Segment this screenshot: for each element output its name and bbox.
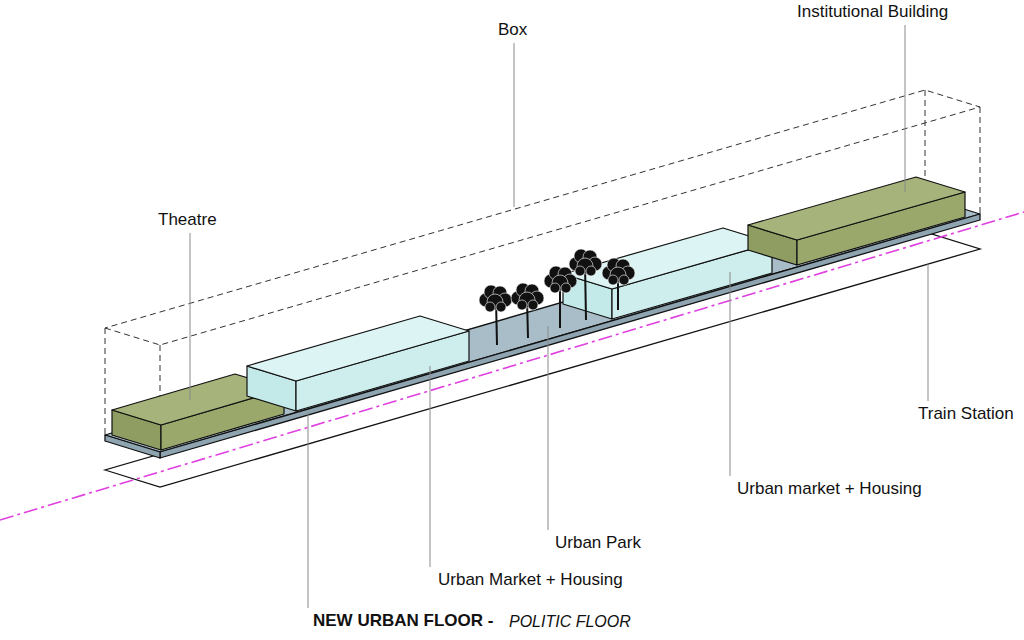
leader-line [308,412,309,608]
tree-crown [602,258,635,285]
block-top [748,177,965,240]
block-top [563,228,772,289]
callout-label: Train Station [918,404,1014,424]
market-block [247,316,469,411]
tree-trunks [496,264,618,345]
tree-crown [511,283,544,310]
leader-line [514,43,515,207]
dashed-box [105,90,980,452]
callout-label: Urban Park [555,533,641,553]
market-block [563,228,772,319]
callout-label: Box [498,20,527,40]
leader-line [548,326,549,530]
axis-line [0,212,1024,520]
leader-lines [190,25,928,608]
leader-line [190,233,191,400]
lower-plane [105,232,980,487]
tree-crowns [479,249,635,312]
urban-park-trees [479,249,635,345]
floor-title: NEW URBAN FLOOR - [313,611,493,631]
tree-crown [569,249,602,276]
callout-label: Theatre [158,210,217,230]
institutional-block [748,177,965,265]
callout-label: Urban Market + Housing [438,570,623,590]
leader-line [905,25,906,192]
leader-line [928,264,929,401]
block-top [247,316,469,381]
slab-front [160,214,980,458]
floor-subtitle: POLITIC FLOOR [509,612,631,632]
box-edge [105,328,106,435]
leader-line [730,272,731,476]
leader-line [430,366,431,567]
tree-crown [479,285,512,312]
callout-label: Institutional Building [797,2,948,22]
box-edge [980,107,981,214]
box-top [105,90,980,345]
callout-label: Urban market + Housing [737,479,922,499]
